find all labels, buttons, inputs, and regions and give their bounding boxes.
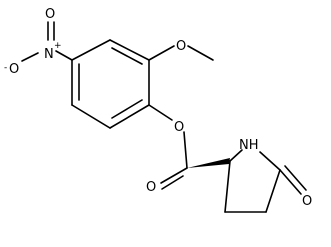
- nitro-n-charge: +: [54, 41, 62, 51]
- ring-bond: [109, 104, 150, 129]
- ester-group: O O: [146, 104, 188, 195]
- c5-o-double-bond: [284, 165, 307, 191]
- nitro-group: N + O - O: [4, 7, 73, 77]
- methoxy-o-label: O: [176, 39, 186, 54]
- c-o-double-bond: [160, 167, 188, 184]
- ester-o-single-label: O: [174, 120, 184, 135]
- nitro-n-label: N: [44, 47, 54, 62]
- c5-c4-bond: [265, 169, 281, 213]
- ring-nh-label: NH: [239, 138, 259, 153]
- ring-double-bond: [111, 47, 143, 65]
- wedge-bond: [187, 158, 230, 168]
- o-ch3-bond: [187, 45, 214, 61]
- c3-c2-bond: [224, 160, 231, 213]
- structure-canvas: N + O - O O O O NH O: [4, 7, 312, 213]
- c-n-bond: [55, 50, 73, 61]
- lactam-o-label: O: [302, 194, 312, 209]
- c-o-double-bond: [161, 175, 184, 190]
- ring-bond: [71, 39, 111, 61]
- c-o-bond: [148, 45, 175, 61]
- nitro-o-double-label: O: [45, 7, 55, 22]
- o-c-bond: [183, 131, 188, 169]
- pyrrolidinone-ring: NH O: [224, 138, 312, 213]
- ring-bond: [109, 39, 150, 61]
- n-o-single-bond: [21, 52, 39, 62]
- methoxy-group: O: [148, 39, 214, 61]
- ester-o-double-label: O: [146, 180, 156, 195]
- ring-double-bond: [111, 99, 143, 119]
- molecule-diagram: N + O - O O O O NH O: [4, 7, 312, 213]
- c5-o-double-bond: [279, 169, 302, 195]
- benzene-ring: [71, 39, 150, 129]
- nitro-o-charge: -: [4, 63, 7, 73]
- c-o-bond: [148, 104, 173, 121]
- c2-n-bond: [229, 149, 243, 162]
- nitro-o-minus-label: O: [9, 62, 19, 77]
- ring-bond: [71, 104, 111, 129]
- n-c5-bond: [259, 151, 281, 171]
